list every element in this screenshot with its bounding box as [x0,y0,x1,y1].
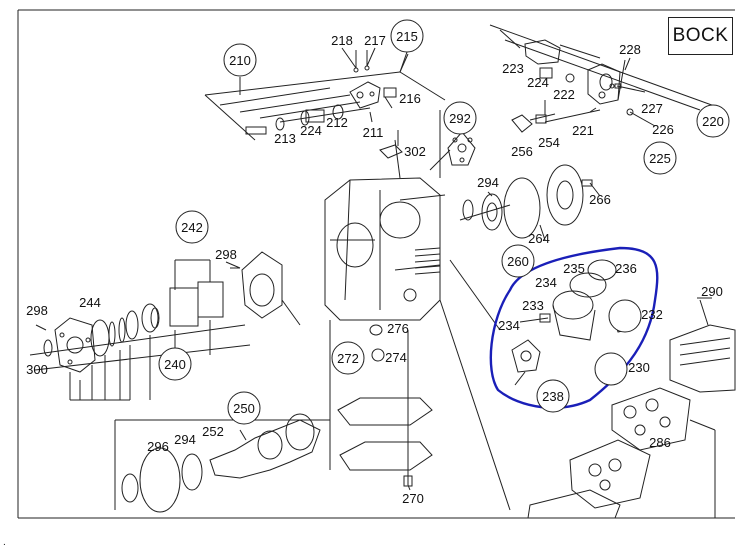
label-232: 232 [641,307,663,322]
label-290: 290 [701,284,723,299]
label-242: 242 [181,220,203,235]
label-233: 233 [522,298,544,313]
label-213: 213 [274,131,296,146]
corner-mark: . [3,537,6,546]
callout-circle-232 [608,299,642,333]
bottom-gaskets [337,324,433,491]
callout-circle-260 [501,244,535,278]
label-250: 250 [233,401,255,416]
label-296: 296 [147,439,169,454]
crankshaft-group [114,413,330,513]
callout-circle-292 [443,101,477,135]
callout-circle-238 [536,379,570,413]
label-212: 212 [326,115,348,130]
callout-circle-272 [331,341,365,375]
label-294-bottom: 294 [174,432,196,447]
cylinder-head-group [527,299,736,519]
label-230: 230 [628,360,650,375]
label-234-top: 234 [535,275,557,290]
group-oil-pump [489,24,721,133]
label-224-left: 224 [300,123,322,138]
label-302: 302 [404,144,426,159]
bearing-group [29,251,301,401]
label-298-top: 298 [215,247,237,262]
label-216: 216 [399,91,421,106]
label-224-right: 224 [527,75,549,90]
label-215: 215 [396,29,418,44]
gasket-302 [379,130,403,159]
label-218: 218 [331,33,353,48]
label-266: 266 [589,192,611,207]
label-254: 254 [538,135,560,150]
callout-circle-220 [696,104,730,138]
label-300: 300 [26,362,48,377]
label-264: 264 [528,231,550,246]
label-235: 235 [563,261,585,276]
label-260: 260 [507,254,529,269]
callout-circle-250 [227,391,261,425]
highlight-outline [489,246,659,409]
side-cover-group [462,164,593,241]
label-223: 223 [502,61,524,76]
label-252: 252 [202,424,224,439]
label-272: 272 [337,351,359,366]
crankcase [324,110,511,511]
label-210: 210 [229,53,251,68]
callout-circle-242 [175,210,209,244]
label-294-top: 294 [477,175,499,190]
label-256: 256 [511,144,533,159]
label-276: 276 [387,321,409,336]
label-226: 226 [652,122,674,137]
callout-circle-210 [223,43,257,77]
label-217: 217 [364,33,386,48]
label-234-left: 234 [498,318,520,333]
label-228: 228 [619,42,641,57]
callout-circle-240 [158,347,192,381]
label-222: 222 [553,87,575,102]
label-221: 221 [572,123,594,138]
cylinder-head-plate [447,131,476,166]
label-225: 225 [649,151,671,166]
group-oil-pump-cover [204,50,446,141]
label-211: 211 [363,125,384,140]
callout-circle-225 [643,141,677,175]
label-227: 227 [641,101,663,116]
label-238: 238 [542,389,564,404]
label-244: 244 [79,295,101,310]
callout-circle-230 [594,352,628,386]
label-270: 270 [402,491,424,506]
label-236: 236 [615,261,637,276]
label-298-left: 298 [26,303,48,318]
label-220: 220 [702,114,724,129]
label-274: 274 [385,350,407,365]
brand-label: BOCK [668,17,733,55]
label-240: 240 [164,357,186,372]
label-286: 286 [649,435,671,450]
label-292: 292 [449,111,471,126]
